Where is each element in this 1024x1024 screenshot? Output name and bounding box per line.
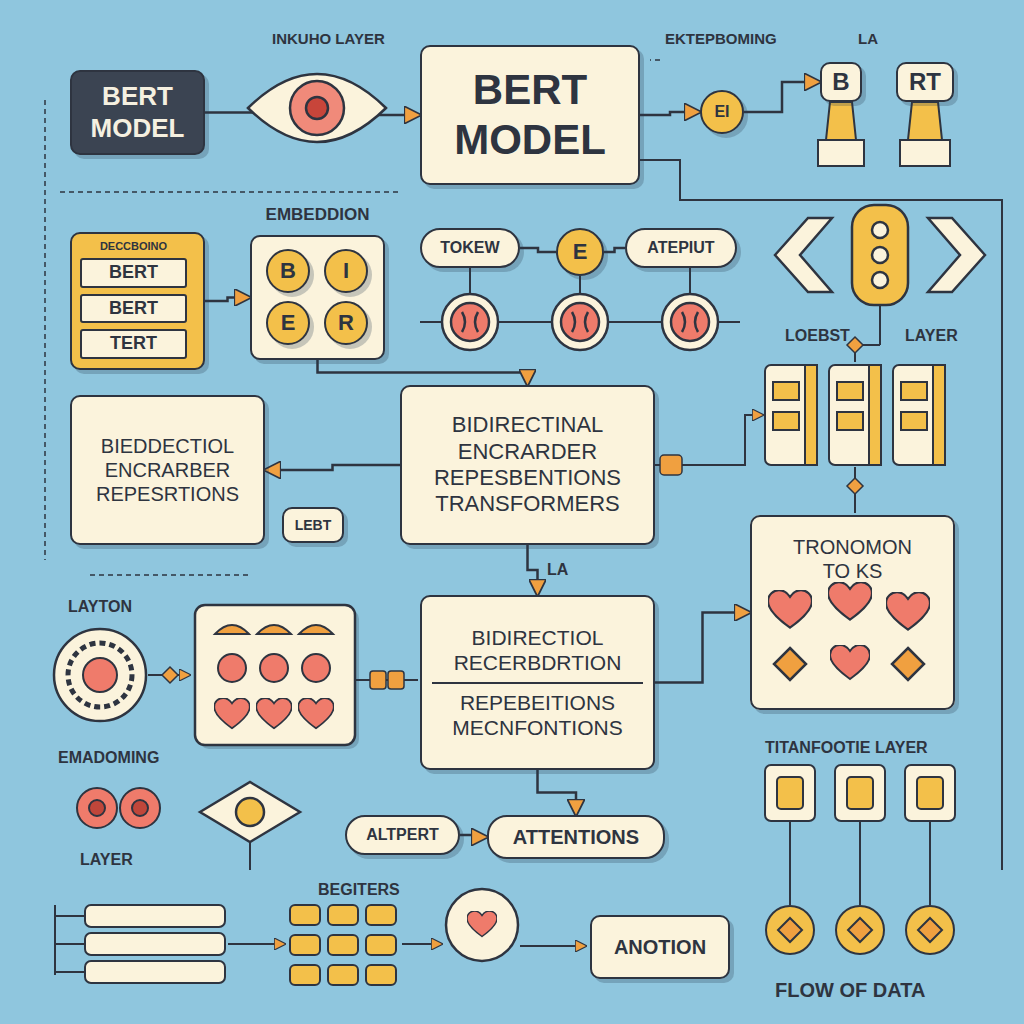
- embedding-dots: [77, 788, 160, 828]
- embedding-token: R: [324, 301, 368, 345]
- sign-board: B: [820, 62, 862, 102]
- layer-label: LAYTON: [68, 597, 132, 616]
- connector: [318, 360, 528, 385]
- flow-caption: FLOW OF DATA: [775, 978, 925, 1002]
- node-text: ATTENTIONS: [499, 825, 653, 849]
- attention-pill: ATTENTIONS: [487, 815, 665, 859]
- gear-icon: [54, 629, 146, 721]
- layer-label: EMADOMING: [58, 748, 159, 767]
- eye-icon: [248, 74, 386, 142]
- connector: [205, 113, 420, 116]
- node-text: ATEPIUT: [637, 238, 725, 257]
- node-text: LEBT: [288, 517, 338, 534]
- connector: [604, 248, 625, 252]
- layer-stack: [85, 905, 225, 983]
- embedding-box: EMBEDDIONBIER: [250, 235, 385, 360]
- node-text: B: [824, 68, 858, 97]
- node-text: TOKEW: [432, 238, 508, 257]
- tag-box: LEBT: [282, 507, 344, 543]
- sign-board: RT: [896, 62, 954, 102]
- title-box: BERT MODEL: [420, 45, 640, 185]
- encoder-box: BIEDDECTIOL ENCRARBER REPESRTIONS: [70, 395, 265, 545]
- register-grid: [290, 905, 396, 985]
- layer-label: INKUHO LAYER: [272, 30, 385, 48]
- node-text: BERT MODEL: [432, 65, 628, 166]
- layer-label: BEGITERS: [318, 880, 400, 899]
- connector: [265, 465, 400, 470]
- layer-label: EKTEPBOMING: [665, 30, 777, 48]
- eye-diamond: [200, 782, 300, 842]
- chevron-icon: [775, 205, 985, 305]
- node-text: ANOTION: [602, 935, 718, 959]
- node-text: TERT: [80, 329, 187, 359]
- node-text: BIDIRECTIOL RECERBDRTION: [432, 625, 643, 681]
- connector: [744, 82, 820, 112]
- node-text: ALTPERT: [357, 825, 448, 844]
- transformer-blocks: [765, 765, 955, 821]
- node-text: DECCBOINO: [80, 240, 187, 253]
- encoder-box: BIDIRECTINAL ENCRARDER REPESBENTIONS TRA…: [400, 385, 655, 545]
- layer-label: LAYER: [80, 850, 133, 869]
- node-text: E: [558, 239, 602, 265]
- connector: [528, 545, 538, 595]
- layer-label: TITANFOOTIE LAYER: [765, 738, 928, 757]
- node-text: B: [268, 258, 308, 284]
- connector: [520, 248, 556, 252]
- wires: [55, 160, 1002, 975]
- node-text: TRONOMON: [762, 535, 943, 559]
- embedding-token: E: [266, 301, 310, 345]
- embedding-token: I: [324, 249, 368, 293]
- token-panel: [750, 515, 959, 714]
- title-badge: BERT MODEL: [70, 70, 205, 155]
- layer-label: LOEBST: [785, 326, 850, 345]
- node-text: BIDIRECTINAL ENCRARDER REPESBENTIONS TRA…: [412, 412, 643, 518]
- input-stack: DECCBOINO BERT BERT TERT: [70, 232, 205, 370]
- node-text: R: [326, 310, 366, 336]
- token-circle: EI: [700, 90, 744, 134]
- heart-circle: [446, 889, 518, 961]
- node-text: BIEDDECTIOL ENCRARBER REPESRTIONS: [82, 434, 253, 506]
- embedding-token: B: [266, 249, 310, 293]
- sign-stands: [818, 102, 950, 166]
- heart-grid-panel: [195, 605, 359, 749]
- connector: [655, 613, 750, 683]
- layer-label: LAYER: [905, 326, 958, 345]
- connector: [640, 112, 700, 115]
- connector: [460, 835, 487, 837]
- server-icons: [765, 365, 945, 465]
- output-dots: [766, 906, 954, 954]
- node-text: BERT: [80, 258, 187, 288]
- connector: [205, 298, 250, 302]
- token-circle: E: [556, 228, 604, 276]
- representation-box: BIDIRECTIOL RECERBDRTIONREPEBEITIONS MEC…: [420, 595, 655, 770]
- node-text: EMBEDDION: [242, 205, 393, 225]
- node-text: BERT MODEL: [82, 81, 193, 143]
- output-box: ANOTION: [590, 915, 730, 979]
- connector: [538, 770, 577, 815]
- token-panel: TRONOMONTO KS: [750, 515, 955, 710]
- node-text: I: [326, 258, 366, 284]
- node-text: REPEBEITIONS MECNFONTIONS: [432, 682, 643, 740]
- node-text: E: [268, 310, 308, 336]
- node-text: TO KS: [762, 559, 943, 583]
- input-pill: ATEPIUT: [625, 228, 737, 268]
- layer-label: LA: [547, 560, 568, 579]
- node-text: BERT: [80, 294, 187, 324]
- node-text: EI: [702, 102, 742, 121]
- attention-pill: ALTPERT: [345, 815, 460, 855]
- token-pill: TOKEW: [420, 228, 520, 268]
- attention-heads: [442, 294, 718, 350]
- layer-label: LA: [858, 30, 878, 48]
- node-text: RT: [900, 68, 950, 97]
- connector-tabs: [162, 337, 863, 689]
- dashed-guides: [45, 60, 660, 575]
